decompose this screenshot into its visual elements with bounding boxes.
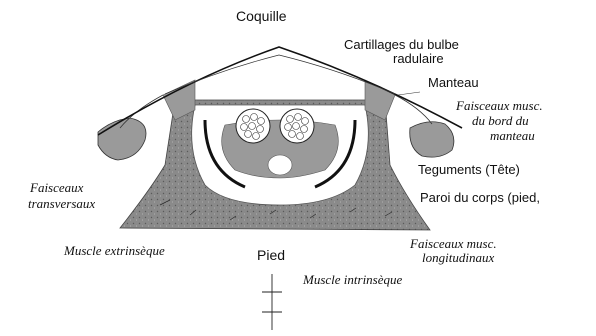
label-faisceaux-longit-line2: longitudinaux (422, 251, 494, 264)
label-faisceaux-transv-line2: transversaux (28, 197, 95, 210)
label-teguments: Teguments (Tête) (418, 163, 520, 176)
label-muscle-intrinseque: Muscle intrinsèque (303, 273, 402, 286)
label-faisceaux-longit-line1: Faisceaux musc. (410, 237, 497, 250)
mantle-edge-left (98, 118, 146, 160)
label-faisceaux-bord-line2: du bord du (472, 114, 529, 127)
label-faisceaux-transv-line1: Faisceaux (30, 181, 83, 194)
label-muscle-extrinseque: Muscle extrinsèque (64, 244, 165, 257)
axis-marker (262, 274, 282, 330)
label-faisceaux-bord-line1: Faisceaux musc. (456, 99, 543, 112)
label-faisceaux-bord-line3: manteau (490, 129, 535, 142)
radular-cartilage-left (236, 109, 270, 143)
pointer-manteau (398, 92, 420, 95)
radular-cartilage-right (280, 109, 314, 143)
label-pied: Pied (257, 248, 285, 262)
label-manteau: Manteau (428, 76, 479, 89)
label-cartillages-line1: Cartillages du bulbe (344, 38, 459, 51)
label-coquille: Coquille (236, 9, 287, 23)
shell-inner-arch (165, 55, 395, 94)
label-cartillages-line2: radulaire (393, 52, 444, 65)
label-paroi: Paroi du corps (pied, (420, 191, 540, 204)
mantle-edge-right (410, 122, 454, 157)
head-center-mark (268, 155, 292, 175)
